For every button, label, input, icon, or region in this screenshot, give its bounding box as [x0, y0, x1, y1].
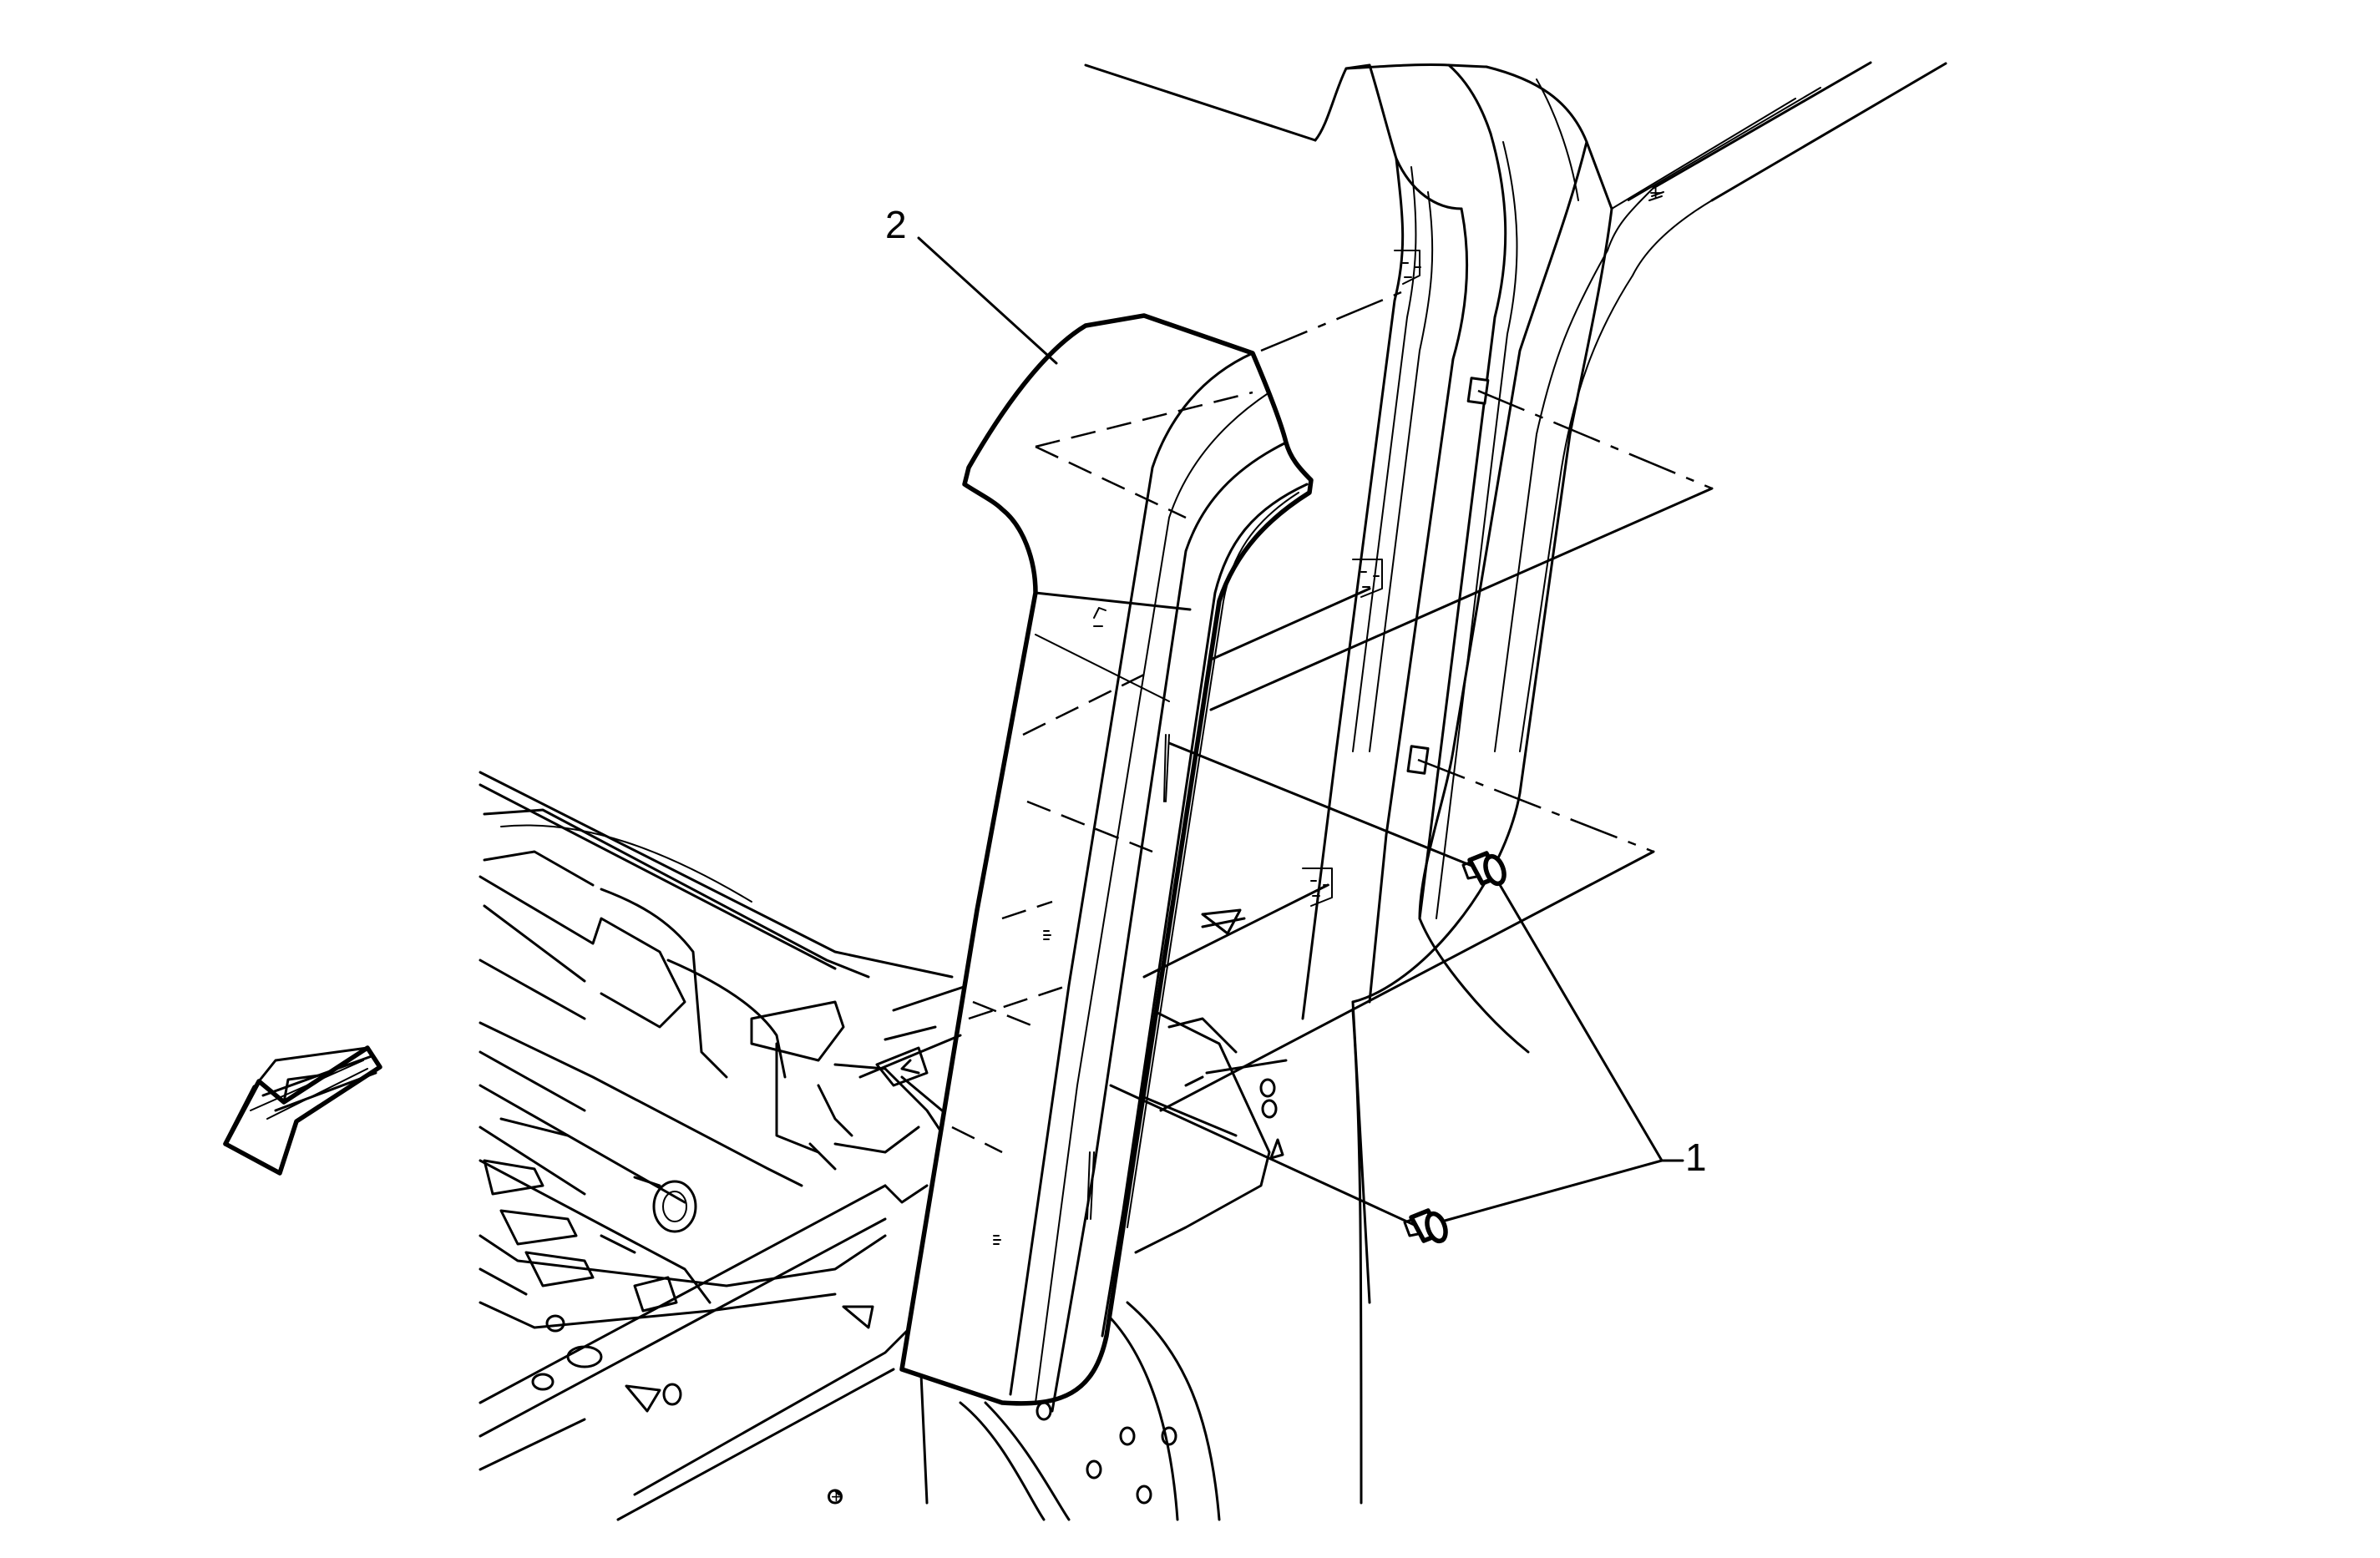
callout-label-1: 1 — [1685, 1136, 1707, 1179]
lower-body-structure: + — [479, 771, 1271, 1521]
pillar-trim-panel — [899, 313, 1314, 1413]
cross-mark: + — [1649, 180, 1662, 205]
callout-label-2: 2 — [885, 203, 907, 246]
bottom-cross: + — [831, 1486, 842, 1507]
callout-leaders — [917, 236, 1684, 1222]
push-pin-fastener-upper — [1461, 851, 1506, 887]
push-pin-fastener-lower — [1403, 1208, 1448, 1244]
front-direction-arrow-icon — [223, 1045, 382, 1176]
roof-rail-structure: + — [1084, 61, 1947, 276]
alignment-guides — [858, 286, 1714, 1229]
pillar-body — [1184, 132, 1633, 1505]
